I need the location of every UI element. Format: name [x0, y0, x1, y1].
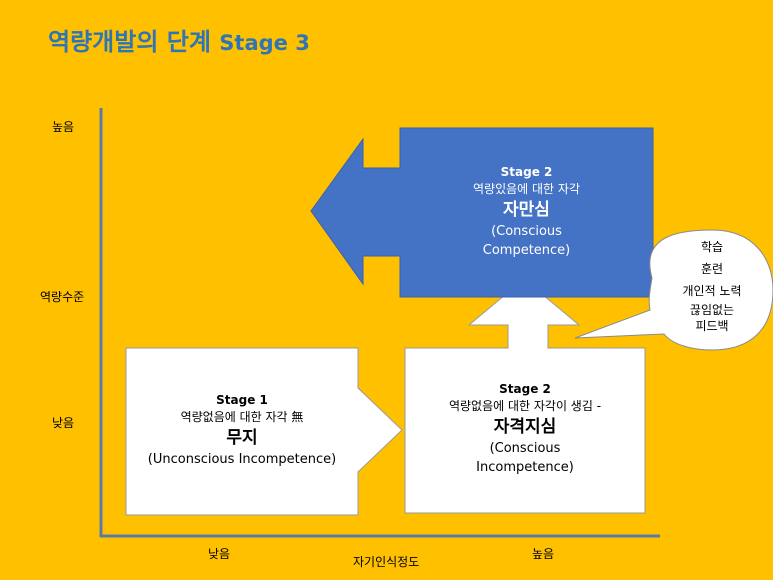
bubble-item: 끊임없는	[689, 303, 735, 317]
stage2-competence-box: Stage 2 역량있음에 대한 자각 자만심 (Conscious Compe…	[400, 164, 653, 260]
stage2b-name: 자만심	[503, 200, 550, 220]
stage2b-english-2: Competence)	[482, 243, 571, 258]
page-title: 역량개발의 단계 Stage 3	[48, 22, 310, 57]
stage2a-english-2: Incompetence)	[476, 460, 574, 475]
y-axis-low-label: 낮음	[52, 416, 75, 430]
stage1-english: (Unconscious Incompetence)	[147, 452, 337, 467]
bubble-item: 개인적 노력	[682, 284, 742, 298]
stage1-arrow-shape	[125, 347, 403, 516]
stage1-description: 역량없음에 대한 자각 無	[180, 410, 304, 424]
speech-bubble-shape	[574, 229, 773, 351]
stage2-up-arrow-shape	[404, 278, 646, 514]
x-axis-low-label: 낮음	[208, 547, 231, 561]
x-axis-title: 자기인식정도	[353, 555, 420, 569]
title-stage: Stage 3	[219, 31, 310, 55]
y-axis-high-label: 높음	[52, 120, 75, 134]
bubble-item: 학습	[700, 240, 724, 254]
stage2a-number: Stage 2	[499, 382, 551, 396]
title-korean: 역량개발의 단계	[48, 28, 211, 56]
stage2a-description: 역량없음에 대한 자각이 생김 -	[448, 399, 602, 413]
stage1-box: Stage 1 역량없음에 대한 자각 無 무지 (Unconscious In…	[126, 392, 358, 469]
speech-bubble-text: 학습 훈련 개인적 노력 끊임없는 피드백	[658, 236, 766, 334]
x-axis-high-label: 높음	[532, 547, 555, 561]
stage2b-description: 역량있음에 대한 자각	[473, 182, 580, 196]
stage2-incompetence-box: Stage 2 역량없음에 대한 자각이 생김 - 자격지심 (Consciou…	[405, 381, 645, 477]
stage2b-english-1: (Conscious	[491, 224, 562, 239]
bubble-item: 피드백	[695, 319, 729, 333]
bubble-item: 훈련	[700, 262, 724, 276]
y-axis-title: 역량수준	[40, 290, 85, 304]
stage2b-number: Stage 2	[500, 165, 553, 179]
stage2a-name: 자격지심	[493, 417, 557, 437]
stage1-number: Stage 1	[216, 393, 268, 407]
stage2a-english-1: (Conscious	[489, 441, 561, 456]
stage1-name: 무지	[226, 428, 258, 448]
